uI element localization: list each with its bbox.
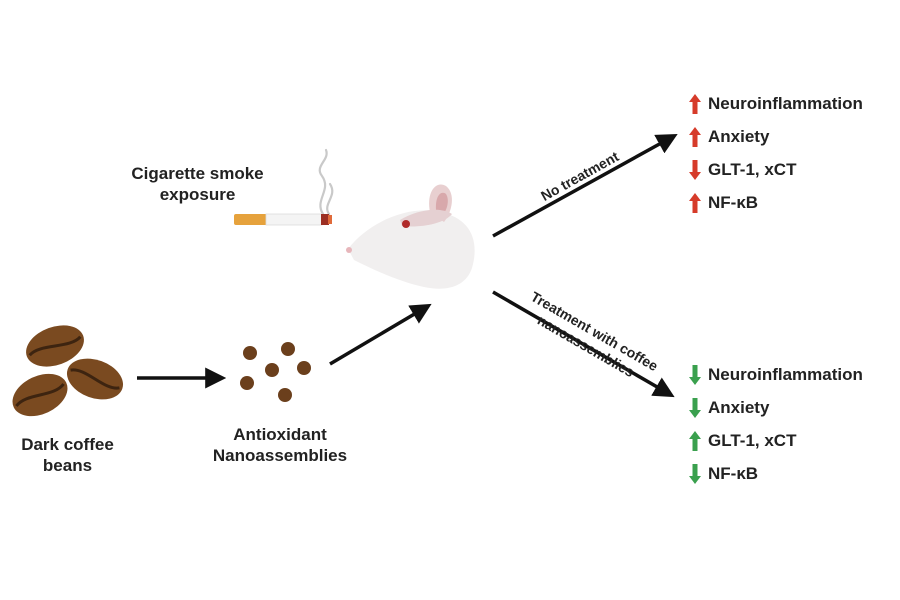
no-treatment-arrow	[492, 133, 678, 238]
nanoparticle-icon	[240, 342, 311, 402]
nano-to-mouse-arrow	[329, 303, 432, 366]
arrow-down-icon	[688, 364, 708, 386]
outcome-text: GLT-1, xCT	[708, 431, 797, 450]
arrow-down-icon	[688, 397, 708, 419]
mouse-icon	[346, 184, 475, 289]
outcome-item: Anxiety	[688, 126, 769, 148]
arrow-up-icon	[688, 126, 708, 148]
smoke-icon	[318, 148, 334, 216]
outcome-text: Neuroinflammation	[708, 94, 863, 113]
arrow-up-icon	[688, 192, 708, 214]
outcome-item: NF-κB	[688, 192, 758, 214]
outcome-text: Anxiety	[708, 398, 770, 417]
treatment-arrow	[492, 290, 675, 398]
coffee-bean-icon	[12, 325, 124, 417]
outcome-item: NF-κB	[688, 463, 758, 485]
outcome-item: GLT-1, xCT	[688, 430, 796, 452]
outcome-text: Neuroinflammation	[708, 365, 863, 384]
arrow-down-icon	[688, 159, 708, 181]
outcome-item: GLT-1, xCT	[688, 159, 796, 181]
outcome-item: Neuroinflammation	[688, 364, 863, 386]
cigarette-icon	[234, 213, 332, 226]
outcome-text: GLT-1, xCT	[708, 160, 797, 179]
outcome-text: NF-κB	[708, 464, 759, 483]
outcome-text: NF-κB	[708, 193, 759, 212]
outcome-text: Anxiety	[708, 127, 770, 146]
outcome-item: Anxiety	[688, 397, 769, 419]
arrow-down-icon	[688, 463, 708, 485]
arrow-up-icon	[688, 430, 708, 452]
outcome-item: Neuroinflammation	[688, 93, 863, 115]
arrow-up-icon	[688, 93, 708, 115]
